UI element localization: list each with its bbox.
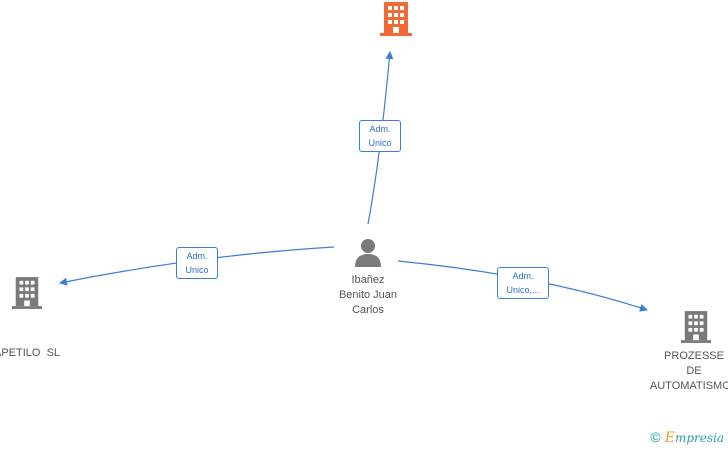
- building-icon[interactable]: [12, 276, 42, 310]
- edge-label-right[interactable]: Adm. Unico,...: [497, 267, 549, 299]
- right-company-name[interactable]: PROZESSE DE AUTOMATISMOS: [649, 350, 728, 392]
- person-name[interactable]: Ibañez Benito Juan Carlos: [338, 274, 398, 316]
- brand-name: mpresia: [674, 431, 724, 445]
- building-icon[interactable]: [681, 310, 711, 344]
- left-company-name[interactable]: APETILO SL: [0, 347, 61, 359]
- building-icon[interactable]: [380, 2, 412, 36]
- person-icon[interactable]: [353, 237, 383, 267]
- brand-initial: E: [664, 430, 675, 446]
- empresia-logo[interactable]: ©Empresia: [650, 429, 724, 446]
- copyright-symbol: ©: [650, 429, 661, 445]
- edge-label-left[interactable]: Adm. Unico: [176, 247, 218, 279]
- edge-label-top[interactable]: Adm. Unico: [359, 120, 401, 152]
